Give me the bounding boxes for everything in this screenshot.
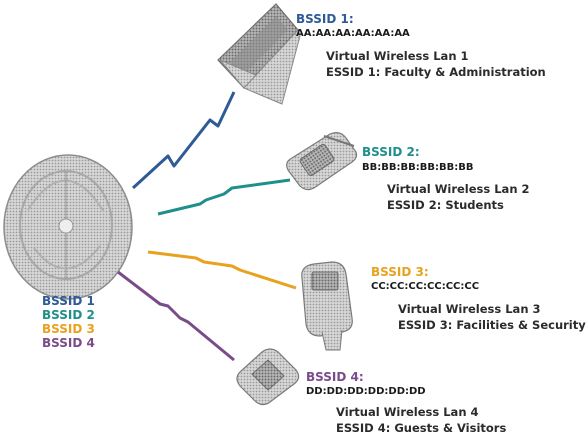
legend-bssid3: BSSID 3 <box>42 322 95 336</box>
essid3-label: ESSID 3: Facilities & Security <box>398 318 586 332</box>
access-point-icon <box>3 154 133 300</box>
essid1-label: ESSID 1: Faculty & Administration <box>326 65 546 79</box>
essid2-label: ESSID 2: Students <box>387 198 504 212</box>
essid4-label: ESSID 4: Guests & Visitors <box>336 421 507 435</box>
legend-bssid2: BSSID 2 <box>42 308 95 322</box>
vlan2-label: Virtual Wireless Lan 2 <box>387 182 530 196</box>
legend-bssid4: BSSID 4 <box>42 336 95 350</box>
link-bssid1 <box>131 91 236 190</box>
bssid4-mac: DD:DD:DD:DD:DD:DD <box>306 386 426 397</box>
bssid3-mac: CC:CC:CC:CC:CC:CC <box>371 281 480 292</box>
laptop-icon <box>217 3 301 105</box>
link-bssid4 <box>117 270 235 362</box>
handheld-scanner-icon <box>301 261 353 351</box>
vlan4-label: Virtual Wireless Lan 4 <box>336 405 479 419</box>
bssid1-label: BSSID 1: <box>296 12 354 26</box>
bssid1-mac: AA:AA:AA:AA:AA:AA <box>296 28 410 39</box>
link-bssid3 <box>147 250 297 290</box>
bssid4-label: BSSID 4: <box>306 370 364 384</box>
link-bssid2 <box>157 178 291 216</box>
vlan1-label: Virtual Wireless Lan 1 <box>326 49 469 63</box>
pda-icon <box>236 348 300 406</box>
bssid3-label: BSSID 3: <box>371 265 429 279</box>
bssid2-label: BSSID 2: <box>362 145 420 159</box>
cordless-phone-icon <box>286 132 358 191</box>
bssid2-mac: BB:BB:BB:BB:BB:BB <box>362 162 474 173</box>
legend-bssid1: BSSID 1 <box>42 294 95 308</box>
vlan3-label: Virtual Wireless Lan 3 <box>398 302 541 316</box>
